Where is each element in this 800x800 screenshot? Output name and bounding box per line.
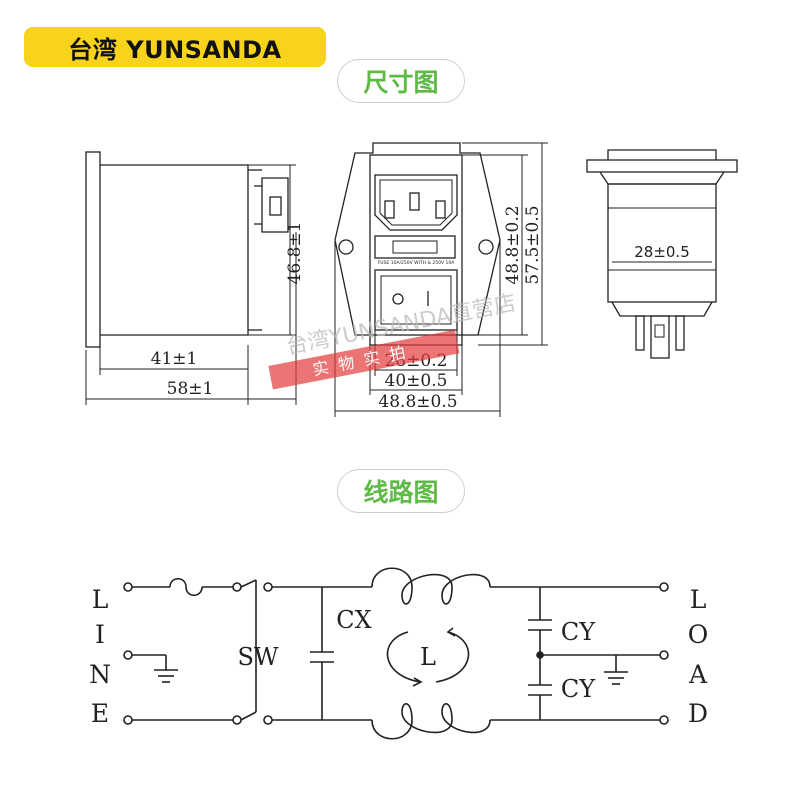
side-view <box>85 151 297 405</box>
cutout-width-label: 28±0.5 <box>634 243 690 261</box>
inductor-bottom <box>371 703 491 740</box>
brand-badge: 台湾 YUNSANDA <box>24 27 326 67</box>
side-body <box>100 164 249 336</box>
cy-bottom-label: CY <box>561 675 596 703</box>
top-pin-1 <box>635 315 645 351</box>
flux-arrow-left <box>386 631 421 683</box>
brand-text: 台湾 YUNSANDA <box>68 35 282 64</box>
line-letter-2: I <box>95 620 105 649</box>
line-letter-3: N <box>89 660 111 689</box>
side-flange <box>85 151 101 348</box>
inlet-pin-left <box>384 200 395 219</box>
mount-hole-right <box>478 239 494 255</box>
top-flange <box>586 159 738 173</box>
circuit-section-title: 线路图 <box>337 469 465 513</box>
side-terminal <box>261 177 289 233</box>
load-letter-1: L <box>690 585 707 614</box>
inlet-pin-earth <box>409 192 420 211</box>
load-letter-3: A <box>688 660 708 689</box>
iec-inlet <box>374 174 458 231</box>
flux-arrow-right <box>435 631 470 683</box>
side-outer-width-label: 58±1 <box>167 379 214 399</box>
side-height-label: 46.8±1 <box>285 222 305 285</box>
cx-label: CX <box>336 606 371 634</box>
top-pin-2 <box>650 315 670 359</box>
line-letter-4: E <box>91 699 109 728</box>
inductor-top <box>371 567 491 605</box>
front-view <box>334 142 548 417</box>
line-letter-1: L <box>92 585 109 614</box>
dimensions-section-title: 尺寸图 <box>337 59 465 103</box>
switch-label: SW <box>237 643 278 671</box>
front-flange-width-label: 48.8±0.5 <box>378 392 457 412</box>
top-view <box>586 149 738 359</box>
fuse-symbol <box>169 577 203 597</box>
front-body-width-label: 40±0.5 <box>385 371 448 391</box>
fuse-holder <box>374 235 456 259</box>
circuit-diagram <box>123 567 669 740</box>
dimensions-title-text: 尺寸图 <box>363 68 439 97</box>
circuit-title-text: 线路图 <box>363 478 439 507</box>
side-inner-width-label: 41±1 <box>151 349 198 369</box>
top-body <box>607 183 717 303</box>
top-pin-3 <box>675 315 685 351</box>
front-body <box>369 154 463 336</box>
inlet-pin-right <box>435 200 446 219</box>
front-body-height-label: 48.8±0.2 <box>503 205 523 284</box>
front-flange-height-label: 57.5±0.5 <box>523 205 543 284</box>
load-letter-4: D <box>688 699 708 728</box>
cy-top-label: CY <box>561 618 596 646</box>
module-rating-text: FUSE 10A/250V WITH & 250V 10A <box>378 260 456 266</box>
mount-hole-left <box>338 239 354 255</box>
inductor-label: L <box>420 643 436 671</box>
load-letter-2: O <box>688 620 709 649</box>
rocker-switch <box>374 269 458 331</box>
